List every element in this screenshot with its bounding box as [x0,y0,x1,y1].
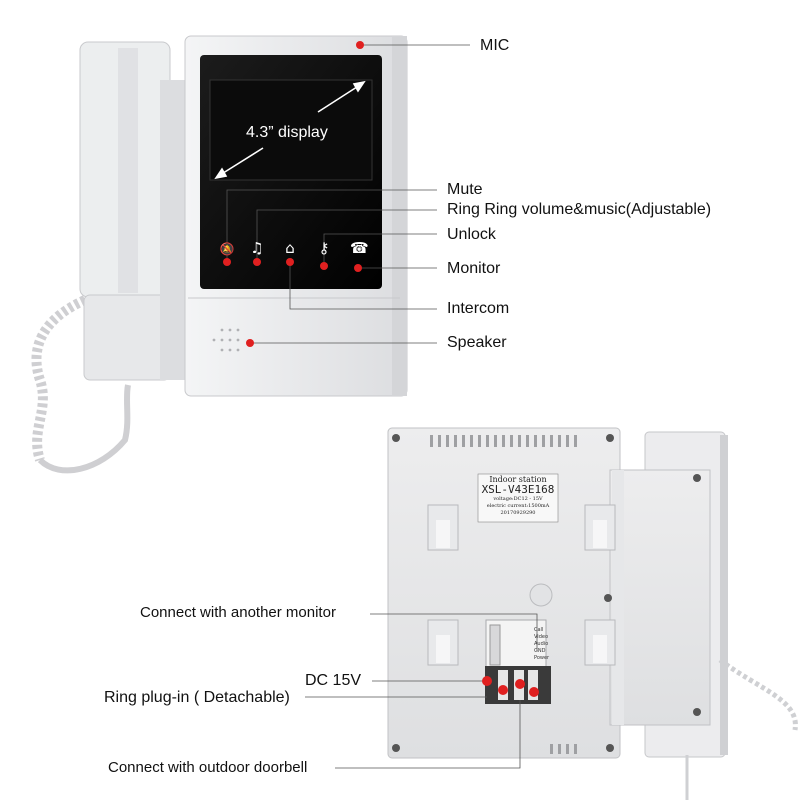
terminal-video: Video [534,634,549,640]
mute-icon: 🔕 [219,242,235,256]
callout-markers [223,41,539,697]
callout-speaker: Speaker [447,334,507,351]
terminal-audio: Audio [534,641,549,647]
key-icon: ⚷ [318,239,330,257]
callout-unlock: Unlock [447,226,496,243]
callout-ring-plug: Ring plug-in ( Detachable) [104,689,290,706]
callout-dc: DC 15V [305,672,362,689]
callout-monitor: Monitor [447,260,501,277]
callout-mute: Mute [447,181,483,198]
terminal-call: Call [534,627,544,633]
coiled-cord [31,295,131,474]
callout-connect-doorbell: Connect with outdoor doorbell [108,759,308,776]
back-label: Indoor station XSL-V43E168 voltage:DC12 … [478,475,558,517]
callout-mic: MIC [480,37,510,54]
speaker-grill [212,328,240,352]
back-label-voltage: voltage:DC12 - 15V [493,496,543,502]
back-label-model: XSL-V43E168 [481,483,555,496]
terminal-gnd: GND [534,648,546,654]
back-label-serial: 20170929290 [500,510,536,516]
callout-lines [226,44,538,769]
display-size-label: 4.3” display [246,124,328,141]
terminal-power: Power [534,655,550,661]
back-label-current: electric current:1500mA [486,503,550,509]
handset [79,41,190,381]
music-note-icon: ♫ [250,239,264,257]
callout-connect-monitor: Connect with another monitor [140,604,336,621]
intercom-icon: ⌂ [285,239,295,257]
callout-intercom: Intercom [447,300,510,317]
vent-slots [430,435,577,754]
back-label-title: Indoor station [489,475,547,484]
callout-ring-volume: Ring Ring volume&music(Adjustable) [447,201,712,218]
phone-icon: ☎ [350,239,369,257]
terminal-labels: Call Video Audio GND Power [534,627,549,662]
